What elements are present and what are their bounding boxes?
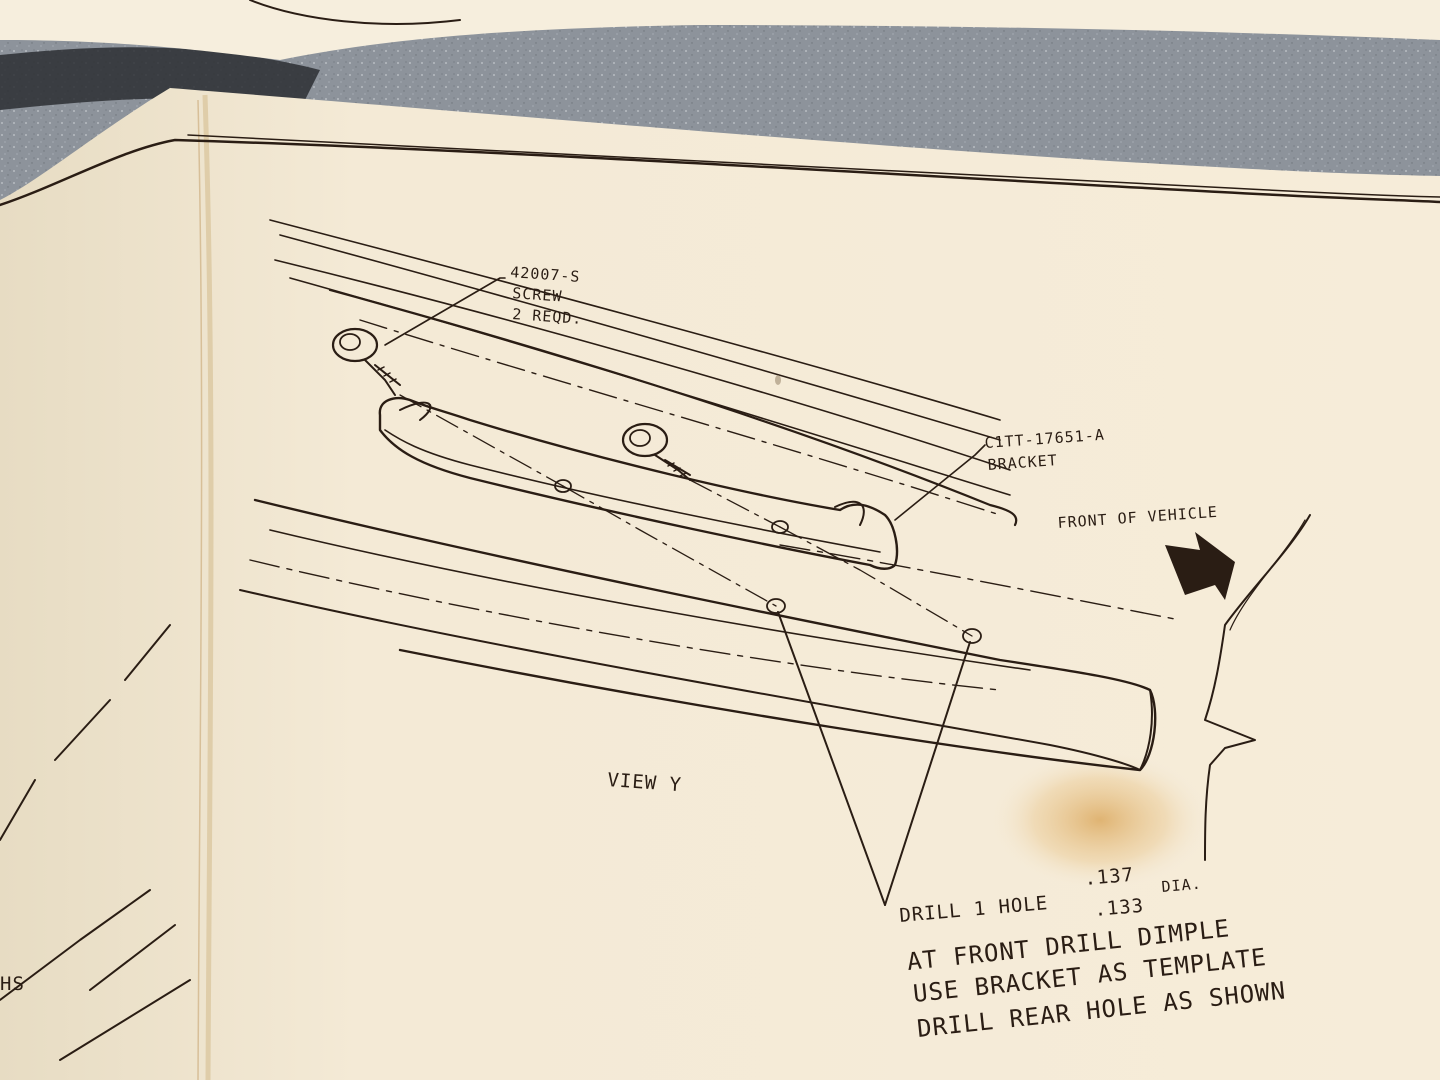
body-panel-lines — [239, 498, 1181, 772]
bracket-name: BRACKET — [987, 451, 1058, 474]
screw-front — [621, 422, 691, 481]
edge-fragment-text: HS — [0, 973, 25, 995]
drill-diameter-upper: .137 — [1084, 864, 1135, 890]
screw-callout: 42007-S SCREW 2 REQD. — [510, 263, 583, 328]
drill-note-suffix: DIA. — [1161, 875, 1203, 896]
drill-hole-rear — [962, 628, 982, 644]
paper-blemish — [775, 375, 781, 385]
alignment-centerlines — [399, 394, 973, 637]
drill-hole-front — [766, 598, 786, 614]
drill-diameter-lower: .133 — [1094, 895, 1145, 921]
upper-paper-sheet — [0, 0, 1440, 60]
section-break-line — [1204, 514, 1311, 861]
roof-rail-lines — [269, 219, 1018, 527]
screw-rear — [331, 327, 401, 396]
leader-lines — [384, 277, 986, 906]
left-page-sketch: HS — [0, 624, 191, 1061]
document-page — [0, 88, 1440, 1080]
bracket-part — [378, 396, 899, 570]
screw-name: SCREW — [512, 284, 563, 305]
view-label: VIEW Y — [607, 769, 683, 796]
screw-part-number: 42007-S — [510, 263, 581, 286]
front-of-vehicle-arrow-icon — [1165, 532, 1235, 600]
screw-quantity: 2 REQD. — [512, 305, 583, 328]
